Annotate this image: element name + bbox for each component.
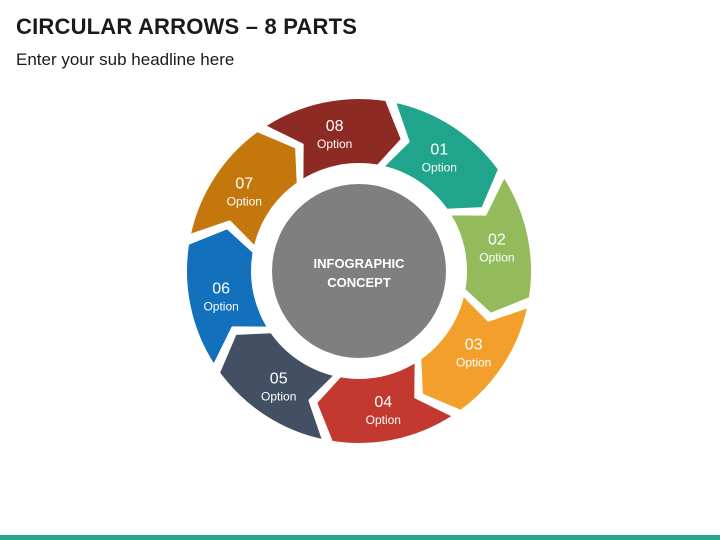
segment-label-08: Option (317, 137, 352, 151)
center-label-line1: INFOGRAPHIC (314, 256, 406, 271)
segment-number-08: 08 (326, 118, 344, 135)
segment-label-01: Option (422, 160, 457, 174)
page-title: CIRCULAR ARROWS – 8 PARTS (16, 14, 358, 39)
segment-number-03: 03 (465, 336, 483, 353)
segments-layer: 01Option02Option03Option04Option05Option… (185, 97, 533, 445)
segment-label-05: Option (261, 390, 296, 404)
segment-number-05: 05 (270, 371, 288, 388)
segment-number-01: 01 (430, 141, 448, 158)
segment-number-02: 02 (488, 232, 506, 249)
segment-number-06: 06 (212, 280, 230, 297)
segment-label-06: Option (203, 299, 238, 313)
center-label-line2: CONCEPT (327, 275, 391, 290)
segment-number-04: 04 (374, 394, 392, 411)
segment-label-04: Option (366, 413, 401, 427)
bottom-accent-bar (0, 535, 720, 540)
segment-number-07: 07 (235, 176, 253, 193)
page-subtitle: Enter your sub headline here (16, 50, 235, 69)
segment-label-03: Option (456, 355, 491, 369)
segment-label-02: Option (479, 251, 514, 265)
segment-label-07: Option (227, 195, 262, 209)
center-circle (272, 184, 446, 358)
